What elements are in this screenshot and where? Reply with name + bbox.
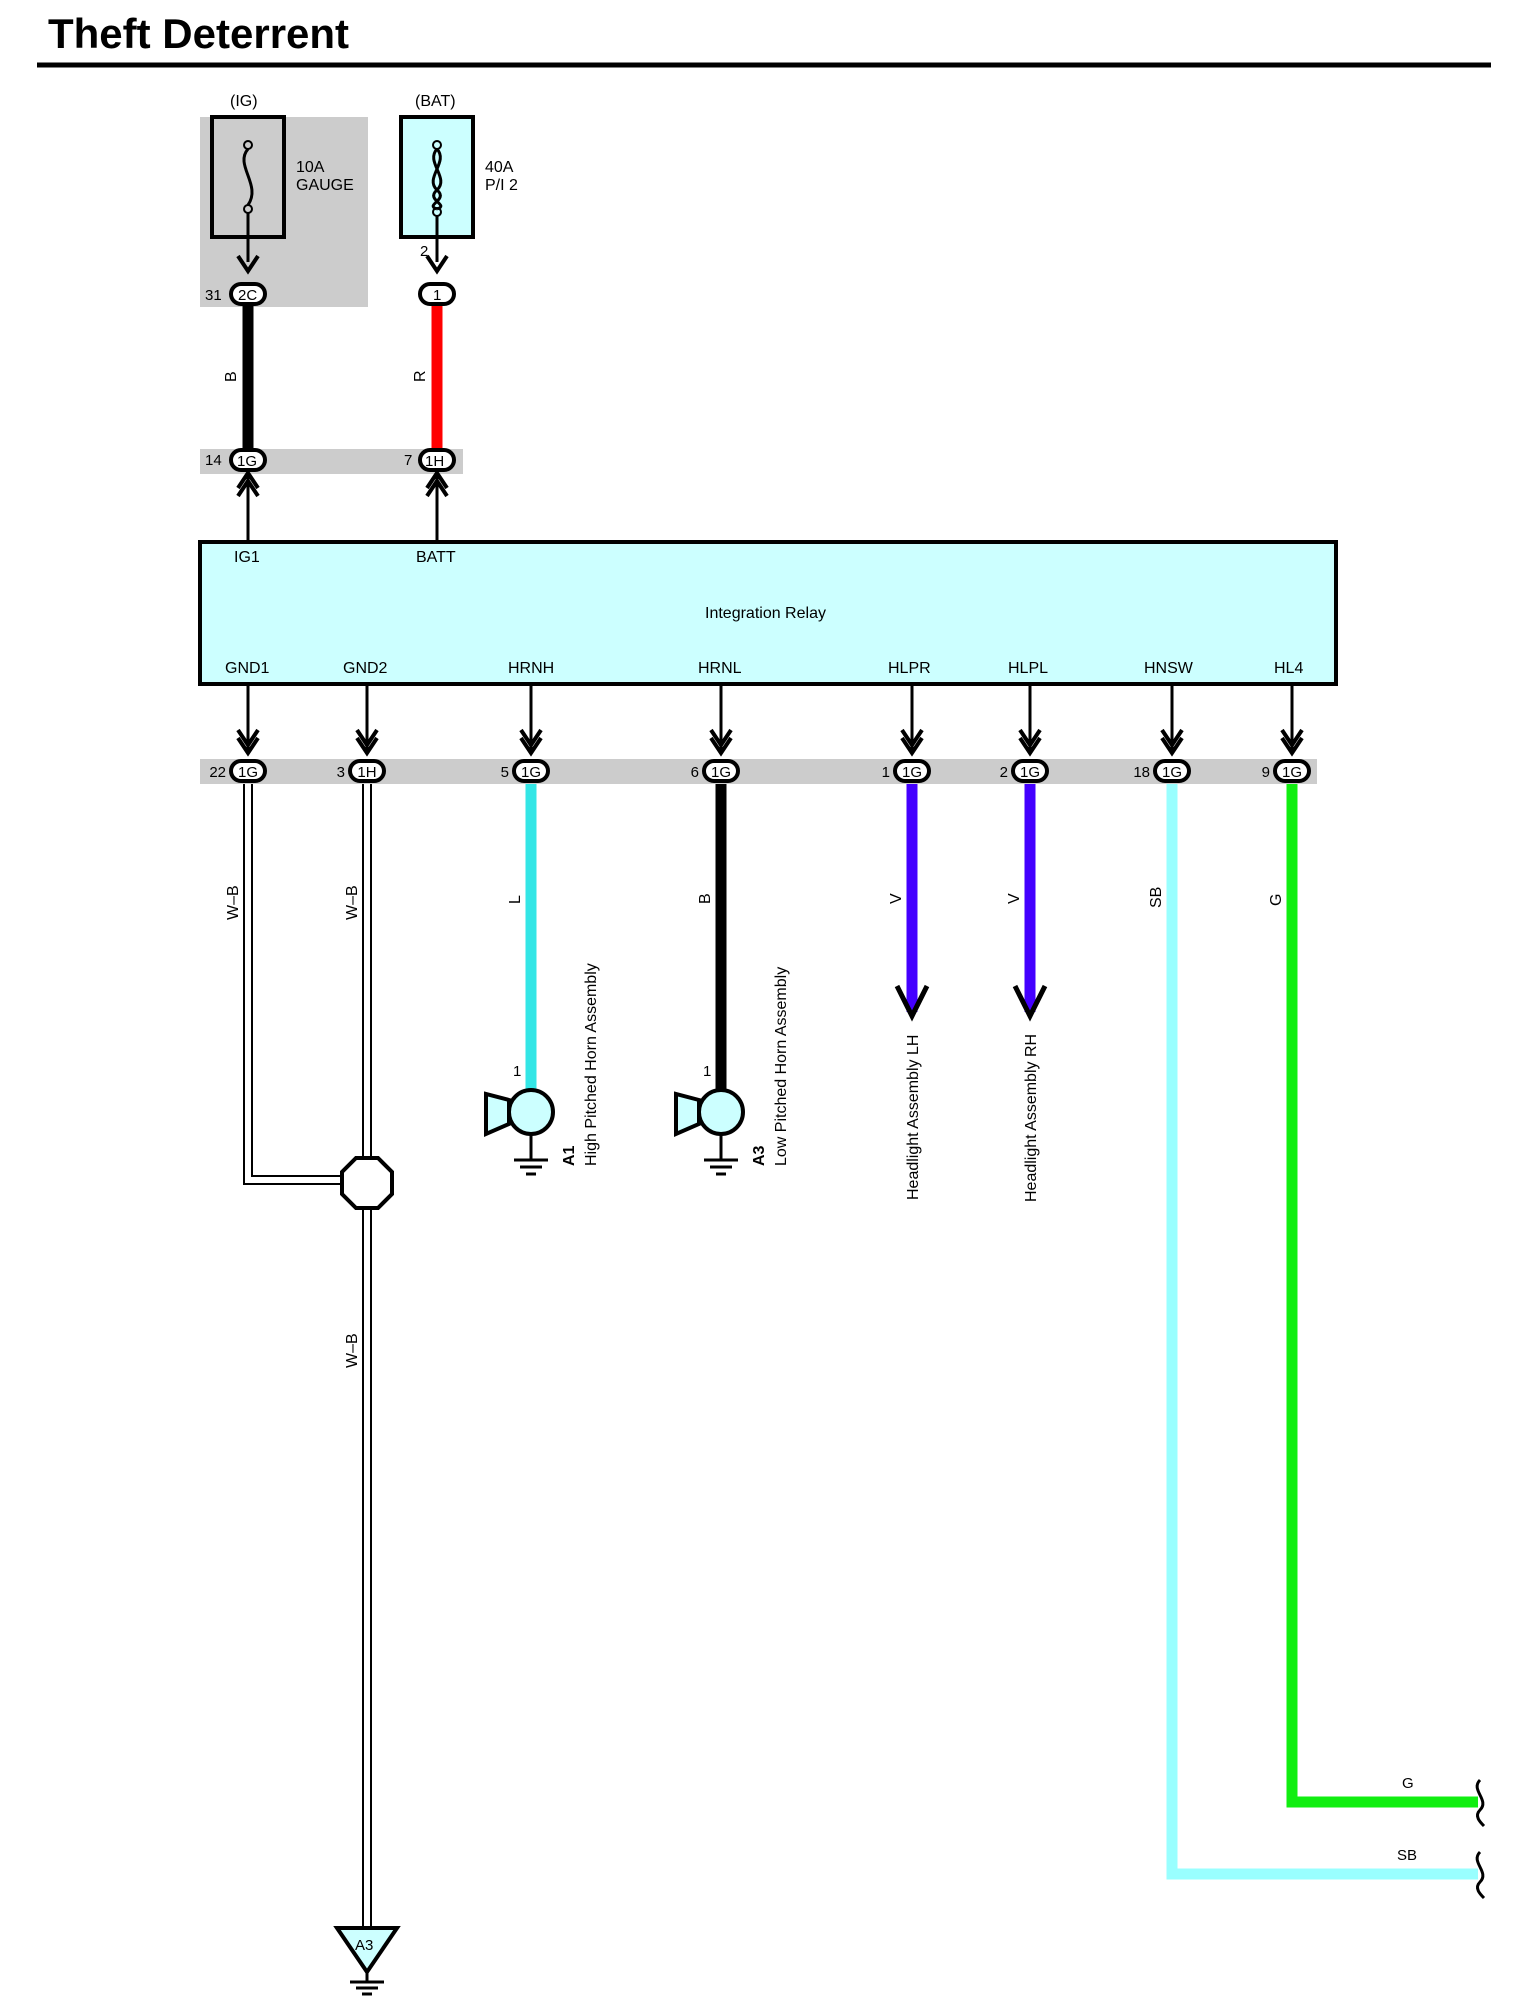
- continuation-sb-label: SB: [1397, 1847, 1417, 1864]
- integration-relay: IG1 BATT Integration Relay GND1 GND2 HRN…: [198, 540, 1338, 686]
- relay-terminal-gnd1: GND1: [225, 660, 270, 677]
- lower-connector-hrnh: 5 1G: [501, 686, 550, 783]
- headlight-lh-name: Headlight Assembly LH: [905, 1035, 922, 1200]
- continuation-g-label: G: [1402, 1775, 1414, 1792]
- relay-name: Integration Relay: [705, 605, 826, 622]
- ground-point-code: A3: [355, 1937, 373, 1954]
- lower-connectors: 22 1G 3 1H 5 1G 6 1G 1 1G 2 1G 18 1G 9 1G: [209, 686, 1311, 783]
- fuse-ig-rating: 10A: [296, 159, 325, 176]
- lower-connector-pin: 18: [1133, 764, 1150, 781]
- fuse-pi2: (BAT) 40A P/I 2 2 1: [399, 93, 518, 306]
- relay-terminal-hl4: HL4: [1274, 660, 1303, 677]
- lower-connector-hrnl: 6 1G: [691, 686, 740, 783]
- fuse-ig-pin: 31: [205, 287, 222, 304]
- lower-connector-code: 1G: [521, 764, 541, 781]
- relay-terminal-gnd2: GND2: [343, 660, 388, 677]
- lower-connector-code: 1G: [1162, 764, 1182, 781]
- wire-hlpr-color: V: [888, 893, 905, 904]
- lower-connector-hl4: 9 1G: [1262, 686, 1311, 783]
- continuation-mark-sb: [1475, 1850, 1486, 1900]
- lower-connector-pin: 6: [691, 764, 699, 781]
- fuse-bat-rating: 40A: [485, 159, 514, 176]
- wire-ground-trunk-color: W–B: [344, 1333, 361, 1368]
- svg-text:1G: 1G: [237, 453, 257, 470]
- wire-hrnl-color: B: [697, 893, 714, 904]
- horn-low-code: A3: [751, 1145, 768, 1166]
- relay-terminal-hnsw: HNSW: [1144, 660, 1194, 677]
- svg-text:14: 14: [205, 452, 222, 469]
- ground-wires: [243, 784, 372, 1928]
- lower-connector-pin: 1: [882, 764, 890, 781]
- horn-low-pin: 1: [703, 1063, 711, 1080]
- fuse-ig-source: (IG): [230, 93, 258, 110]
- splice-junction: [340, 1156, 394, 1210]
- wire-hl4-g: [1286, 784, 1478, 1808]
- horn-low-name: Low Pitched Horn Assembly: [773, 967, 790, 1166]
- lower-connector-code: 1G: [1282, 764, 1302, 781]
- horn-high-pitched: 1 A1 High Pitched Horn Assembly: [484, 963, 600, 1176]
- upper-connector-bat: 7 1H: [404, 448, 456, 540]
- headlight-rh-name: Headlight Assembly RH: [1023, 1034, 1040, 1202]
- wire-gnd2-color: W–B: [344, 885, 361, 920]
- wire-hlpl-color: V: [1006, 893, 1023, 904]
- relay-terminal-hlpl: HLPL: [1008, 660, 1048, 677]
- lower-connector-hlpl: 2 1G: [1000, 686, 1049, 783]
- lower-connector-hlpr: 1 1G: [882, 686, 931, 783]
- lower-connector-pin: 5: [501, 764, 509, 781]
- relay-terminal-hrnh: HRNH: [508, 660, 554, 677]
- lower-connector-code: 1G: [711, 764, 731, 781]
- lower-connector-bar: [200, 759, 1317, 784]
- wire-ig-color: B: [223, 371, 240, 382]
- fuse-bat-pin: 2: [420, 243, 428, 260]
- lower-connector-code: 1G: [1020, 764, 1040, 781]
- fuse-bat-name: P/I 2: [485, 177, 518, 194]
- lower-connector-pin: 22: [209, 764, 226, 781]
- wire-hl4-color: G: [1268, 894, 1285, 906]
- page-title: Theft Deterrent: [48, 10, 350, 57]
- horn-high-name: High Pitched Horn Assembly: [583, 963, 600, 1166]
- headlight-rh-arrow: [1012, 984, 1048, 1022]
- wire-hnsw-color: SB: [1148, 887, 1165, 908]
- fuse-bat-connector: 1: [433, 287, 441, 304]
- fuse-gauge: (IG) 10A GAUGE 31 2C: [205, 93, 354, 306]
- ground-point-a3: A3: [333, 1926, 401, 1996]
- relay-terminal-hlpr: HLPR: [888, 660, 931, 677]
- relay-terminal-batt: BATT: [416, 549, 456, 566]
- svg-text:1H: 1H: [425, 453, 444, 470]
- fuse-ig-name: GAUGE: [296, 177, 354, 194]
- fuse-bat-source: (BAT): [415, 93, 456, 110]
- wire-gnd1-color: W–B: [225, 885, 242, 920]
- headlight-lh-arrow: [894, 984, 930, 1022]
- relay-terminal-hrnl: HRNL: [698, 660, 742, 677]
- lower-connector-pin: 2: [1000, 764, 1008, 781]
- svg-text:7: 7: [404, 452, 412, 469]
- lower-connector-code: 1G: [902, 764, 922, 781]
- lower-connector-pin: 9: [1262, 764, 1270, 781]
- horn-high-pin: 1: [513, 1063, 521, 1080]
- lower-connector-pin: 3: [337, 764, 345, 781]
- upper-connector-ig: 14 1G: [205, 448, 267, 540]
- wire-hrnh-color: L: [507, 895, 524, 904]
- wire-hnsw-sb: [1166, 784, 1478, 1880]
- lower-connector-code: 1G: [238, 764, 258, 781]
- wire-bat-color: R: [412, 370, 429, 382]
- continuation-mark-g: [1475, 1778, 1486, 1828]
- horn-high-code: A1: [561, 1145, 578, 1166]
- lower-connector-gnd1: 22 1G: [209, 686, 267, 783]
- relay-terminal-ig1: IG1: [234, 549, 260, 566]
- horn-low-pitched: 1 A3 Low Pitched Horn Assembly: [674, 967, 790, 1176]
- lower-connector-hnsw: 18 1G: [1133, 686, 1191, 783]
- fuse-ig-connector: 2C: [238, 287, 257, 304]
- lower-connector-gnd2: 3 1H: [337, 686, 386, 783]
- lower-connector-code: 1H: [357, 764, 376, 781]
